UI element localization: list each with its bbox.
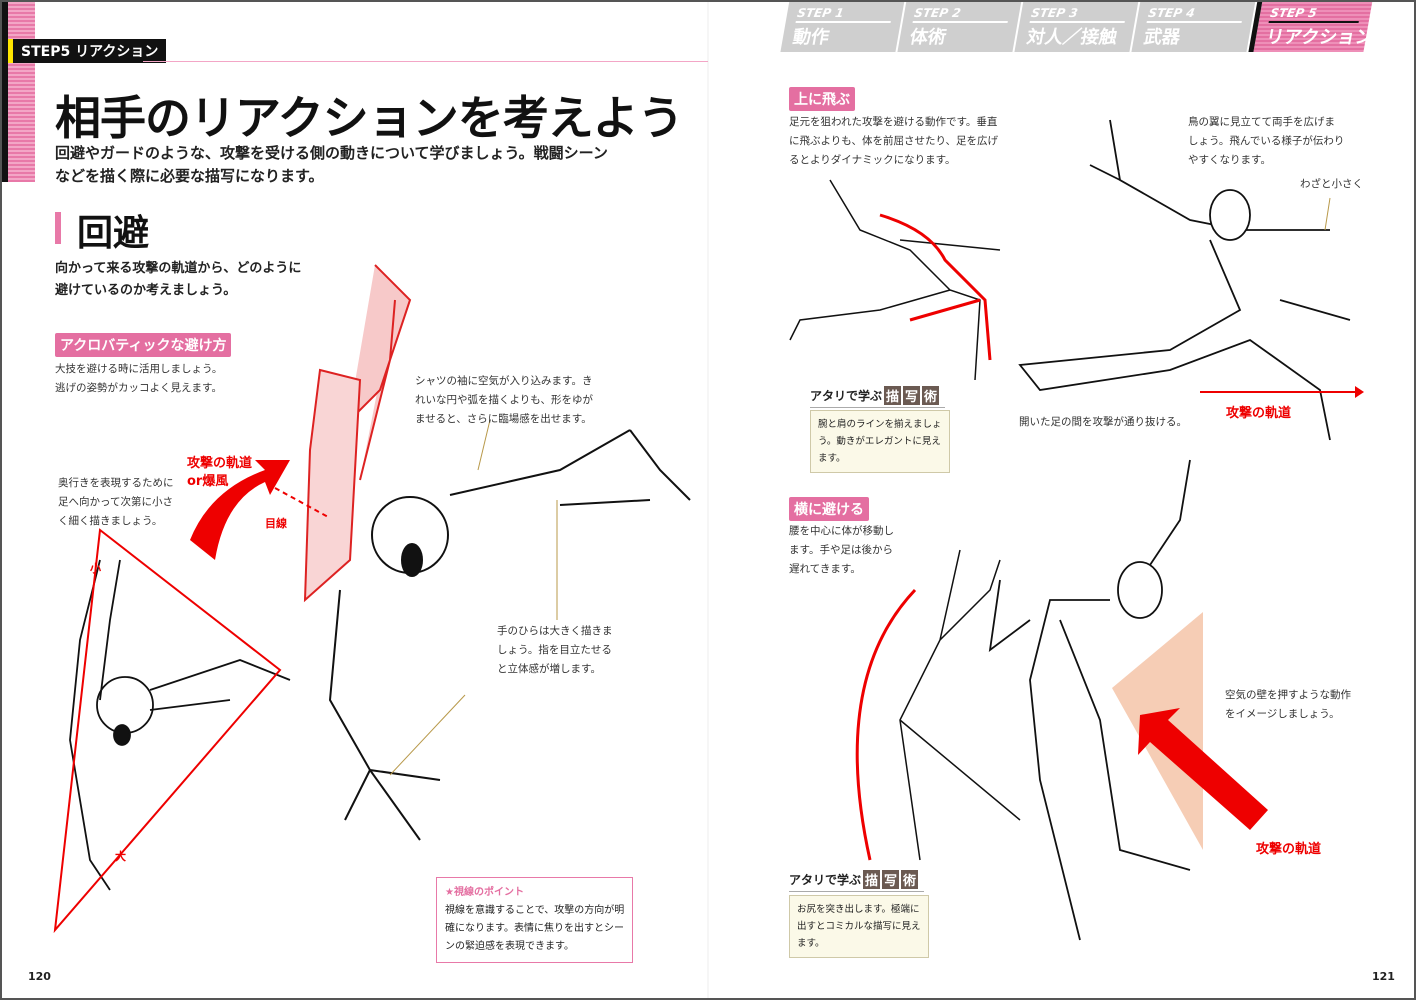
arrow-head	[1355, 386, 1364, 398]
large-mark: 大	[115, 850, 126, 863]
section-heading: 回避	[55, 204, 149, 256]
section-description: 向かって来る攻撃の軌道から、どのように避けているのか考えましょう。	[55, 261, 302, 298]
atari-heading-2: アタリで学ぶ描写術	[789, 870, 924, 892]
atari-note-2: お尻を突き出します。極端に出すとコミカルな描写に見えます。	[789, 895, 929, 958]
jump-text: 足元を狙われた攻撃を避ける動作です。垂直に飛ぶよりも、体を前屈させたり、足を広げ…	[789, 116, 999, 166]
bird-wing-figure-illustration	[1018, 119, 1351, 441]
attack-label-2: 攻撃の軌道	[1256, 842, 1322, 857]
page-edge-black	[0, 0, 8, 182]
acrobatic-label: アクロバティックな避け方	[55, 333, 232, 357]
side-label: 横に避ける	[789, 497, 869, 521]
page-number-right: 121	[1372, 970, 1395, 983]
leader-line	[477, 419, 491, 471]
diving-figure-illustration	[303, 264, 691, 841]
action-line-red	[879, 213, 992, 361]
page-number-left: 120	[28, 970, 51, 983]
jump-label: 上に飛ぶ	[789, 87, 855, 111]
atari-note-1: 腕と肩のラインを揃えましょう。動きがエレガントに見えます。	[810, 410, 950, 473]
side-text: 腰を中心に体が移動します。手や足は後から遅れてきます。	[789, 525, 894, 575]
side-dodge-figure-illustration	[899, 549, 1021, 861]
attack-arrow-curved	[190, 460, 290, 560]
wall-note: 空気の壁を押すような動作をイメージしましょう。	[1225, 689, 1351, 720]
jumping-figure-illustration	[789, 179, 1001, 381]
gaze-point-box: ★視線のポイント視線を意識することで、攻撃の方向が明確になります。表情に焦りを出…	[436, 877, 634, 963]
gaze-line	[274, 487, 331, 519]
acrobatic-text: 大技を避ける時に活用しましょう。逃げの姿勢がカッコよく見えます。	[55, 363, 223, 394]
header-rule	[143, 61, 708, 62]
pushing-figure-illustration	[988, 459, 1191, 941]
palm-note: 手のひらは大きく描きましょう。指を目立たせると立体感が増します。	[497, 625, 613, 675]
gaze-label: 目線	[265, 517, 287, 530]
depth-note: 奥行きを表現するために足へ向かって次第に小さく細く描きましょう。	[58, 477, 174, 527]
sleeve-note: シャツの袖に空気が入り込みます。きれいな円や弧を描くよりも、形をゆがませると、さ…	[415, 375, 593, 425]
step-tag: STEP5 リアクション	[8, 39, 167, 63]
motion-arc	[855, 588, 917, 861]
leader-line	[1324, 197, 1331, 231]
leader-line	[389, 694, 466, 776]
page-subtitle: 回避やガードのような、攻撃を受ける側の動きについて学びましょう。戦闘シーンなどを…	[55, 144, 608, 185]
small-note: わざと小さく	[1300, 178, 1363, 190]
attack-arrow-straight	[1138, 708, 1268, 830]
perspective-triangle	[53, 528, 282, 934]
legs-note: 開いた足の間を攻撃が通り抜ける。	[1019, 416, 1187, 428]
page-title: 相手のリアクションを考えよう	[55, 91, 684, 145]
wing-note: 鳥の翼に見立てて両手を広げましょう。飛んでいる様子が伝わりやすくなります。	[1188, 116, 1345, 166]
atari-heading: アタリで学ぶ描写術	[810, 386, 945, 408]
attack-label-1: 攻撃の軌道	[1226, 406, 1292, 421]
small-mark: 小	[90, 562, 101, 575]
backbend-figure-illustration	[69, 559, 291, 891]
